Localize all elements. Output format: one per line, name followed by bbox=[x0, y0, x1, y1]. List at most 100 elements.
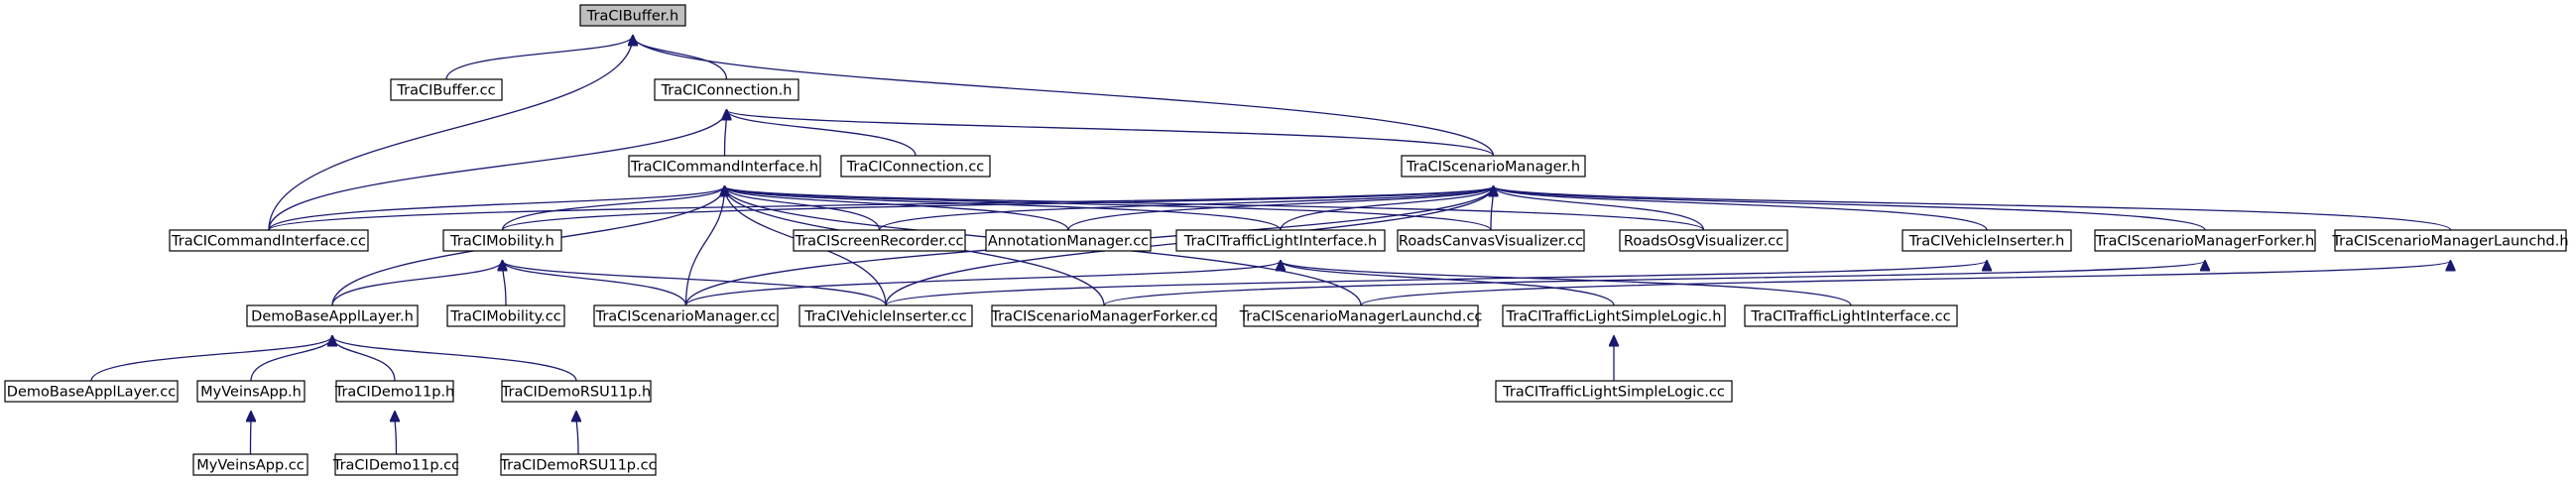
node-label: TraCICommandInterface.cc bbox=[171, 234, 366, 250]
edge-tracimobility-h-to-traciscenariomanager-cc bbox=[503, 261, 687, 306]
edge-tracicommandinterface-h-to-tracimobility-h bbox=[501, 186, 725, 231]
node-box bbox=[593, 304, 779, 327]
node-label: TraCIMobility.cc bbox=[449, 309, 560, 325]
node-myveinsapp-h[interactable]: MyVeinsApp.h bbox=[196, 380, 306, 403]
node-traciscenariomanagerforker-h[interactable]: TraCIScenarioManagerForker.h bbox=[2094, 229, 2316, 252]
node-label: TraCIDemo11p.h bbox=[334, 385, 455, 401]
edge-traciscenariomanager-h-to-tracimobility-h bbox=[501, 186, 1494, 231]
node-label: TraCIDemoRSU11p.h bbox=[501, 385, 651, 401]
edge-traciscenariomanagerforker-h-to-traciscenariomanagerforker-cc bbox=[1103, 261, 2205, 306]
node-traciscenariomanager-cc[interactable]: TraCIScenarioManager.cc bbox=[593, 304, 779, 327]
node-label: RoadsCanvasVisualizer.cc bbox=[1399, 234, 1583, 250]
node-box bbox=[501, 380, 652, 403]
node-label: AnnotationManager.cc bbox=[988, 234, 1149, 250]
node-traciscreenrecorder-cc[interactable]: TraCIScreenRecorder.cc bbox=[793, 229, 966, 252]
edge-tracicommandinterface-h-to-roadscanvasvisualizer-cc bbox=[725, 186, 1492, 231]
edge-tracidemo11p-h-to-tracidemo11p-cc bbox=[395, 412, 397, 455]
edge-traciscenariomanager-h-to-roadscanvasvisualizer-cc bbox=[1491, 186, 1494, 231]
edge-demobaseappllayer-h-to-tracidemo11p-h bbox=[332, 336, 396, 382]
node-tracidemo11p-cc[interactable]: TraCIDemo11p.cc bbox=[332, 453, 459, 476]
edge-traciconnection-h-to-traciconnection-cc bbox=[727, 110, 917, 157]
node-box bbox=[798, 304, 973, 327]
edge-myveinsapp-h-to-myveinsapp-cc bbox=[251, 412, 252, 455]
edge-tracicommandinterface-h-to-tracicommandinterface-cc bbox=[268, 186, 725, 231]
node-box bbox=[1901, 229, 2072, 252]
node-box bbox=[1502, 304, 1726, 327]
node-tracibuffer-h[interactable]: TraCIBuffer.h bbox=[579, 4, 686, 27]
node-label: RoadsOsgVisualizer.cc bbox=[1624, 234, 1783, 250]
edge-tracicommandinterface-h-to-traciscenariomanager-cc bbox=[684, 186, 725, 306]
node-label: TraCIScenarioManager.h bbox=[1406, 160, 1580, 176]
node-roadsosgvisualizer-cc[interactable]: RoadsOsgVisualizer.cc bbox=[1619, 229, 1788, 252]
node-demobaseappllayer-h[interactable]: DemoBaseApplLayer.h bbox=[246, 304, 419, 327]
node-label: TraCIScenarioManager.cc bbox=[595, 309, 777, 325]
node-label: TraCIMobility.h bbox=[449, 234, 554, 250]
node-box bbox=[169, 229, 369, 252]
node-traciscenariomanagerforker-cc[interactable]: TraCIScenarioManagerForker.cc bbox=[990, 304, 1217, 327]
node-traciconnection-h[interactable]: TraCIConnection.h bbox=[654, 78, 799, 101]
edge-traciscenariomanager-h-to-traciscenariomanagerforker-h bbox=[1494, 186, 2206, 231]
node-box bbox=[1397, 229, 1585, 252]
node-tracitrafficlightsimplelogic-cc[interactable]: TraCITrafficLightSimpleLogic.cc bbox=[1495, 380, 1733, 403]
node-box bbox=[334, 453, 458, 476]
edge-traciscenariomanager-h-to-tracivehicleinserter-h bbox=[1494, 186, 1988, 231]
node-traciconnection-cc[interactable]: TraCIConnection.cc bbox=[840, 155, 991, 178]
node-tracidemorsu11p-h[interactable]: TraCIDemoRSU11p.h bbox=[501, 380, 652, 403]
edge-tracicommandinterface-h-to-roadsosgvisualizer-cc bbox=[725, 186, 1705, 231]
node-label: TraCIScenarioManagerForker.cc bbox=[990, 309, 1216, 325]
node-myveinsapp-cc[interactable]: MyVeinsApp.cc bbox=[192, 453, 308, 476]
node-tracimobility-cc[interactable]: TraCIMobility.cc bbox=[446, 304, 565, 327]
node-traciscenariomanagerlaunchd-cc[interactable]: TraCIScenarioManagerLaunchd.cc bbox=[1239, 304, 1483, 327]
node-traciscenariomanager-h[interactable]: TraCIScenarioManager.h bbox=[1401, 155, 1586, 178]
node-label: TraCICommandInterface.h bbox=[630, 160, 818, 176]
node-annotationmanager-cc[interactable]: AnnotationManager.cc bbox=[985, 229, 1152, 252]
edge-demobaseappllayer-h-to-tracidemorsu11p-h bbox=[332, 336, 577, 382]
edge-tracimobility-h-to-tracimobility-cc bbox=[503, 261, 507, 306]
node-tracitrafficlightinterface-h[interactable]: TraCITrafficLightInterface.h bbox=[1175, 229, 1386, 252]
node-label: TraCITrafficLightInterface.h bbox=[1183, 234, 1377, 250]
node-label: TraCIScenarioManagerLaunchd.cc bbox=[1239, 309, 1483, 325]
node-box bbox=[246, 304, 419, 327]
node-box bbox=[985, 229, 1152, 252]
node-tracitrafficlightinterface-cc[interactable]: TraCITrafficLightInterface.cc bbox=[1744, 304, 1958, 327]
edge-tracibuffer-h-to-tracibuffer-cc bbox=[445, 36, 633, 80]
node-box bbox=[793, 229, 966, 252]
edge-tracibuffer-h-to-traciconnection-h bbox=[633, 36, 728, 80]
node-traciscenariomanagerlaunchd-h[interactable]: TraCIScenarioManagerLaunchd.h bbox=[2331, 229, 2569, 252]
node-box bbox=[390, 78, 503, 101]
edge-traciscenariomanager-h-to-tracicommandinterface-cc bbox=[268, 186, 1494, 231]
node-tracidemorsu11p-cc[interactable]: TraCIDemoRSU11p.cc bbox=[499, 453, 657, 476]
node-tracibuffer-cc[interactable]: TraCIBuffer.cc bbox=[390, 78, 503, 101]
node-tracimobility-h[interactable]: TraCIMobility.h bbox=[442, 229, 562, 252]
node-tracivehicleinserter-cc[interactable]: TraCIVehicleInserter.cc bbox=[798, 304, 973, 327]
node-label: DemoBaseApplLayer.h bbox=[251, 309, 414, 325]
node-box bbox=[840, 155, 991, 178]
edge-traciscenariomanager-h-to-traciscenariomanagerlaunchd-h bbox=[1494, 186, 2452, 231]
node-tracicommandinterface-cc[interactable]: TraCICommandInterface.cc bbox=[169, 229, 369, 252]
node-box bbox=[2334, 229, 2567, 252]
edge-traciconnection-h-to-traciscenariomanager-h bbox=[727, 110, 1495, 157]
node-box bbox=[991, 304, 1217, 327]
node-box bbox=[442, 229, 562, 252]
node-tracitrafficlightsimplelogic-h[interactable]: TraCITrafficLightSimpleLogic.h bbox=[1502, 304, 1726, 327]
node-tracivehicleinserter-h[interactable]: TraCIVehicleInserter.h bbox=[1901, 229, 2072, 252]
edge-tracivehicleinserter-h-to-tracivehicleinserter-cc bbox=[885, 261, 1987, 306]
node-roadscanvasvisualizer-cc[interactable]: RoadsCanvasVisualizer.cc bbox=[1397, 229, 1585, 252]
node-label: TraCIConnection.h bbox=[661, 83, 793, 99]
node-label: TraCIScenarioManagerForker.h bbox=[2095, 234, 2314, 250]
node-label: TraCIVehicleInserter.h bbox=[1908, 234, 2065, 250]
node-label: DemoBaseApplLayer.cc bbox=[7, 385, 176, 401]
node-box bbox=[1744, 304, 1958, 327]
node-box bbox=[500, 453, 657, 476]
node-label: TraCIConnection.cc bbox=[846, 160, 985, 176]
node-box bbox=[654, 78, 799, 101]
node-box bbox=[579, 4, 686, 27]
node-tracicommandinterface-h[interactable]: TraCICommandInterface.h bbox=[628, 155, 821, 178]
node-box bbox=[1619, 229, 1788, 252]
node-tracidemo11p-h[interactable]: TraCIDemo11p.h bbox=[334, 380, 455, 403]
node-demobaseappllayer-cc[interactable]: DemoBaseApplLayer.cc bbox=[4, 380, 179, 403]
edge-tracibuffer-h-to-tracicommandinterface-cc bbox=[268, 36, 633, 231]
edge-tracitrafficlightinterface-h-to-traciscenariomanager-cc bbox=[684, 261, 1282, 306]
